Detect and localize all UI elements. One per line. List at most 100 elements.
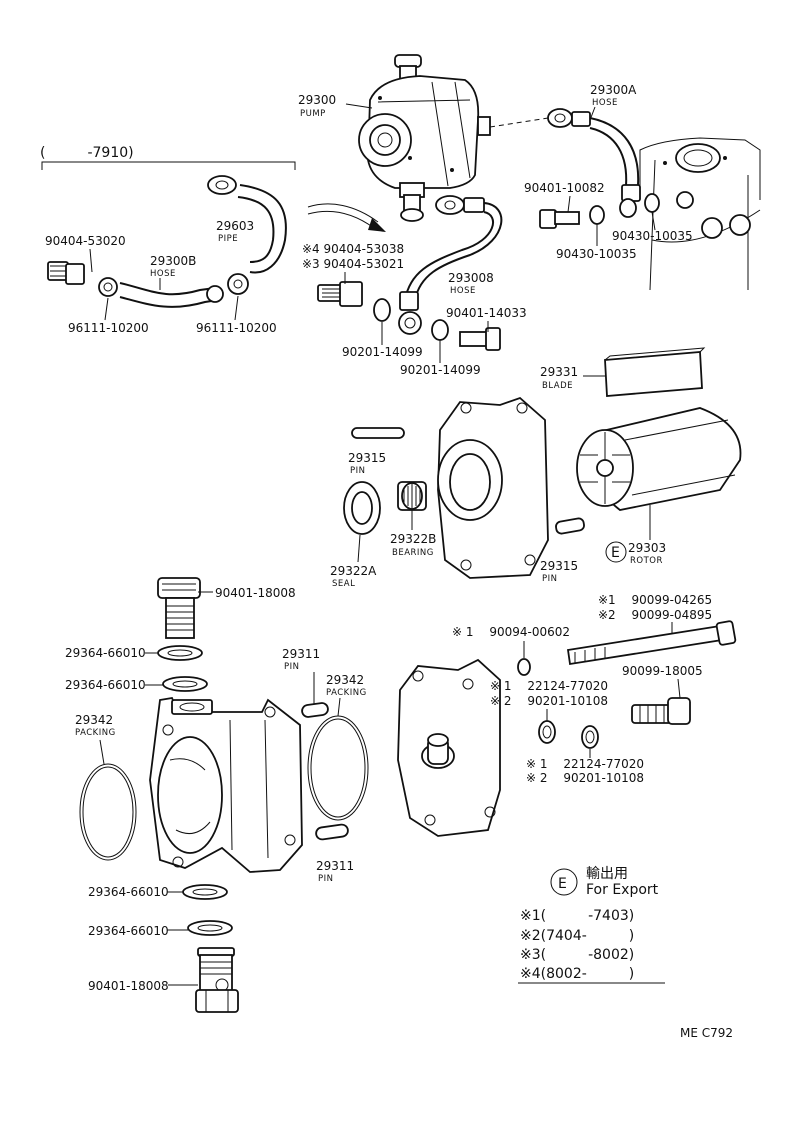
pump-name: PUMP [300,109,326,119]
hose-8-number: 293008 [448,271,494,285]
union-fitting-number: 90404-53020 [45,234,126,248]
long-bolt [566,620,737,666]
hose-b-number: 29300B [150,254,196,268]
arrow-head [368,218,386,232]
pump-assembly [358,54,491,222]
washer-1-number: 29364-66010 [65,646,146,660]
blade-name: BLADE [542,381,573,391]
bolt-top-number: 90401-18008 [215,586,296,600]
bolt-04265-number: ※1 90099-04265 [598,593,712,607]
bolt-90401-10082-number: 90401-10082 [524,181,605,195]
washer-b-number: 90430-10035 [556,247,637,261]
seal-number: 29322A [330,564,377,578]
packing-right [307,715,369,821]
gasket-10108-a-number: ※ 2 90201-10108 [490,694,608,708]
engine-housing [639,137,761,291]
end-plate [437,396,549,579]
bearing-number: 29322B [390,532,436,546]
date-range-label: ( -7910) [40,145,134,161]
pin-lower-name: PIN [542,574,558,584]
fitting-53038-number: ※4 90404-53038 [302,242,404,256]
clip-right-number: 96111-10200 [196,321,277,335]
seal-22124-a-number: ※ 1 22124-77020 [490,679,608,693]
fitting-53021-number: ※3 90404-53021 [302,257,404,271]
export-marker: E [611,545,620,561]
legend-note-4: ※4(8002- ) [520,966,634,982]
cover-plate [397,658,501,837]
hose-a-number: 29300A [590,83,637,97]
rotor-part [576,407,742,511]
seal-22124-a [538,720,556,744]
bolt-14033-number: 90401-14033 [446,306,527,320]
pin-a-part [301,702,329,718]
seal-22124-b [581,725,599,749]
legend-note-3: ※3( -8002) [520,947,634,963]
clip-left-number: 96111-10200 [68,321,149,335]
blade-number: 29331 [540,365,578,379]
washer-90094-number: ※ 1 90094-00602 [452,625,570,639]
hose-8-part [398,195,503,335]
union-bolt-bottom [195,947,239,1013]
washer-3-number: 29364-66010 [88,885,169,899]
hose-a-name: HOSE [592,98,618,108]
washer-bottom-2 [187,920,233,936]
export-marker-circle [605,541,627,563]
screw-18005-number: 90099-18005 [622,664,703,678]
washer-2-number: 29364-66010 [65,678,146,692]
washer-4-number: 29364-66010 [88,924,169,938]
union-fitting-center [317,281,449,341]
legend-symbol: E [558,876,567,892]
washer-90094 [517,658,531,676]
packing-left-number: 29342 [75,713,113,727]
legend-en: For Export [586,882,659,898]
legend-note-2: ※2(7404- ) [520,928,634,944]
blade-part [604,347,706,397]
union-bolt-top [157,577,201,639]
hose-b-part [98,273,249,308]
washer-top-2 [162,676,208,692]
packing-left [79,763,137,861]
pin-upper-name: PIN [350,466,366,476]
legend-export-circle [550,868,578,896]
legend: E 輸出用 For Export ※1( -7403) ※2(7404- ) ※… [518,866,665,984]
seal-22124-b-number: ※ 1 22124-77020 [526,757,644,771]
pump-number: 29300 [298,93,336,107]
pin-a-name: PIN [284,662,300,672]
bolt-04895-number: ※2 90099-04895 [598,608,712,622]
pump-housing [149,696,303,873]
pin-upper [351,427,405,439]
pipe-part [207,175,287,274]
hose-a-part [547,108,641,218]
pin-a-number: 29311 [282,647,320,661]
washer-top-1 [157,645,203,661]
pipe-name: PIPE [218,234,238,244]
pin-b-name: PIN [318,874,334,884]
union-fitting [47,261,85,285]
union-bolt-center [459,327,501,351]
bearing-part [397,481,427,511]
gasket-10108-b-number: ※ 2 90201-10108 [526,771,644,785]
packing-left-name: PACKING [75,728,116,738]
rotor-number: 29303 [628,541,666,555]
legend-jp: 輸出用 [586,866,628,882]
seal-name: SEAL [332,579,355,589]
legend-note-1: ※1( -7403) [520,908,634,924]
pin-b-part [315,823,349,841]
bearing-name: BEARING [392,548,434,558]
gasket-14099-b-number: 90201-14099 [400,363,481,377]
pin-b-number: 29311 [316,859,354,873]
pin-lower-number: 29315 [540,559,578,573]
seal-part [343,481,381,535]
pin-lower [555,517,585,535]
bolt-bottom-number: 90401-18008 [88,979,169,993]
pipe-number: 29603 [216,219,254,233]
pin-upper-number: 29315 [348,451,386,465]
union-bolt-right [539,193,660,229]
packing-right-name: PACKING [326,688,367,698]
rotor-name: ROTOR [630,556,663,566]
washer-bottom-1 [182,884,228,900]
hose-8-name: HOSE [450,286,476,296]
range-bracket [41,161,296,170]
packing-right-number: 29342 [326,673,364,687]
